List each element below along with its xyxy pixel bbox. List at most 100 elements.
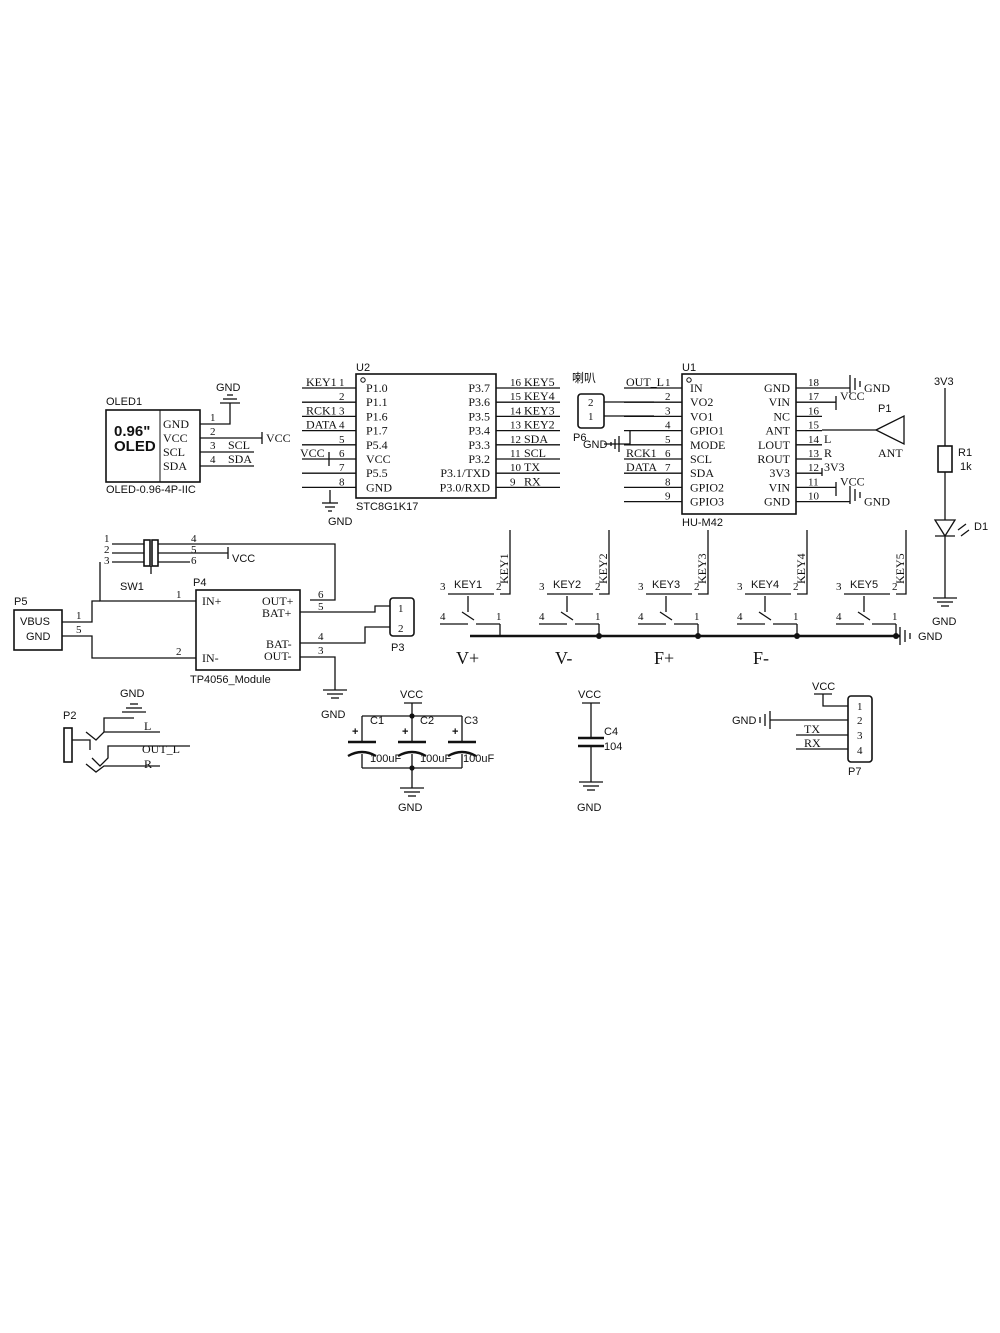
mcu-left-pin-name: P5.5 xyxy=(366,466,388,480)
key-switch-icon xyxy=(857,596,871,621)
switch-pole-left-icon xyxy=(143,539,151,567)
jack-wire-r xyxy=(85,763,160,773)
antenna-icon xyxy=(874,414,905,446)
bt-right-net-label: GND xyxy=(864,495,890,509)
jack-out-label: OUT_L xyxy=(142,742,180,756)
mcu-left-pin-name: VCC xyxy=(366,452,391,466)
charger-pin-name-4: BAT- xyxy=(266,637,292,651)
bt-right-pin-num: 15 xyxy=(808,420,820,432)
charger-pin-num-3: 3 xyxy=(318,645,324,657)
speaker-gnd-label: GND xyxy=(583,439,608,451)
uart-tx-label: TX xyxy=(804,722,820,736)
uart-ref: P7 xyxy=(848,766,861,778)
bt-right-net-label: R xyxy=(824,446,832,460)
bt-left-pin-name: MODE xyxy=(690,438,725,452)
mcu-right-pin-num: 12 xyxy=(510,434,521,446)
bt-part: HU-M42 xyxy=(682,517,723,529)
key-pin-3: 3 xyxy=(737,581,743,593)
uart-gnd-label: GND xyxy=(732,715,757,727)
key-func-label: F- xyxy=(753,648,769,668)
oled-net-gnd: GND xyxy=(216,382,241,394)
cap-c3-icon xyxy=(447,740,477,758)
mcu-left-pin-num: 1 xyxy=(339,377,345,389)
cap-c2-value: 100uF xyxy=(420,753,451,765)
key-switch-icon xyxy=(659,596,673,621)
charger-gnd-label: GND xyxy=(321,709,346,721)
jack-gnd-wire xyxy=(103,717,134,732)
bt-left-pin-num: 2 xyxy=(665,391,671,403)
mcu-pin1-marker-icon xyxy=(360,377,366,383)
jack-wire-l xyxy=(85,731,160,741)
speaker-ref: P6 xyxy=(573,432,586,444)
bt-right-pin-name: ANT xyxy=(765,424,790,438)
antenna-ref: P1 xyxy=(878,403,891,415)
key-pin-4: 4 xyxy=(539,611,545,623)
cap-c1-ref: C1 xyxy=(370,715,384,727)
usb-gnd-wire xyxy=(62,635,196,659)
uart-signal-wires xyxy=(770,719,848,750)
cap-c3-plus: + xyxy=(452,726,458,738)
uart-pin-4: 4 xyxy=(857,745,863,757)
charger-pin-name-2: IN- xyxy=(202,651,219,665)
mcu-right-net-label: SDA xyxy=(524,432,548,446)
c4-value: 104 xyxy=(604,741,622,753)
uart-rx-label: RX xyxy=(804,736,821,750)
mcu-right-pin-num: 9 xyxy=(510,476,516,488)
uart-p7: VCC 1 2 3 4 P7 GND TX RX xyxy=(732,681,873,778)
bt-right-net-label: VCC xyxy=(840,474,865,488)
cap-c1-icon xyxy=(347,740,377,758)
mcu-right-pin-num: 11 xyxy=(510,448,521,460)
bt-right-net-label: 3V3 xyxy=(824,460,845,474)
keys-gnd-symbol-icon xyxy=(899,627,911,645)
switch-pin-3: 3 xyxy=(104,555,110,567)
battery-pin-2: 2 xyxy=(398,623,404,635)
led-net-3v3: 3V3 xyxy=(934,376,954,388)
bt-right-net-label: L xyxy=(824,432,831,446)
oled-pin-name-4: SDA xyxy=(163,459,187,473)
caps-gnd-symbol-icon xyxy=(400,787,424,797)
oled-pin-num-4: 4 xyxy=(210,454,216,466)
oled-part: OLED-0.96-4P-IIC xyxy=(106,484,196,496)
jack-sleeve-icon xyxy=(63,727,73,763)
bt-right-pin-num: 13 xyxy=(808,448,820,460)
oled-size: 0.96" xyxy=(114,423,150,440)
c4-vcc-label: VCC xyxy=(578,689,601,701)
cap-c1-plus: + xyxy=(352,726,358,738)
mcu-ref: U2 xyxy=(356,362,370,374)
switch-pole-right-icon xyxy=(151,539,159,567)
jack-ref: P2 xyxy=(63,710,76,722)
key-func-label: V- xyxy=(555,648,572,668)
charger-gnd-symbol-icon xyxy=(323,689,347,699)
key-switch-icon xyxy=(461,596,475,621)
key-junction-dot xyxy=(695,633,701,639)
key-pin-4: 4 xyxy=(737,611,743,623)
mcu-left-pin-name: P5.4 xyxy=(366,438,388,452)
oled-screen xyxy=(105,409,161,483)
oled-wire-gnd xyxy=(200,403,231,425)
mcu-left-pin-name: P1.0 xyxy=(366,381,388,395)
bt-gnd-bottom-symbol-icon xyxy=(849,486,861,504)
bt-right-pin-name: LOUT xyxy=(758,438,791,452)
mcu-right-net-label: TX xyxy=(524,460,540,474)
key-pin-1: 1 xyxy=(595,611,601,623)
usb-pin-b: 5 xyxy=(76,624,82,636)
bt-right-pin-name: VIN xyxy=(769,480,791,494)
switch-to-charger-in xyxy=(99,562,196,602)
usb-pin-a: 1 xyxy=(76,610,82,622)
oled-type: OLED xyxy=(114,438,156,455)
charger-bat-minus-wire xyxy=(300,626,390,644)
usb-vbus-wire xyxy=(62,600,100,623)
caps-vcc-label: VCC xyxy=(400,689,423,701)
usb-p5: P5 VBUS GND 1 5 xyxy=(13,596,196,659)
switch-vcc-label: VCC xyxy=(232,553,255,565)
charger-pin-num-2: 2 xyxy=(176,646,182,658)
mcu-left-net-label: DATA xyxy=(306,418,337,432)
bt-right-pin-name: GND xyxy=(764,381,790,395)
mcu-gnd-symbol-icon xyxy=(322,502,338,512)
caps-bottom-wires xyxy=(361,754,463,788)
keys-gnd-label: GND xyxy=(918,631,943,643)
oled-net-scl: SCL xyxy=(228,438,250,452)
